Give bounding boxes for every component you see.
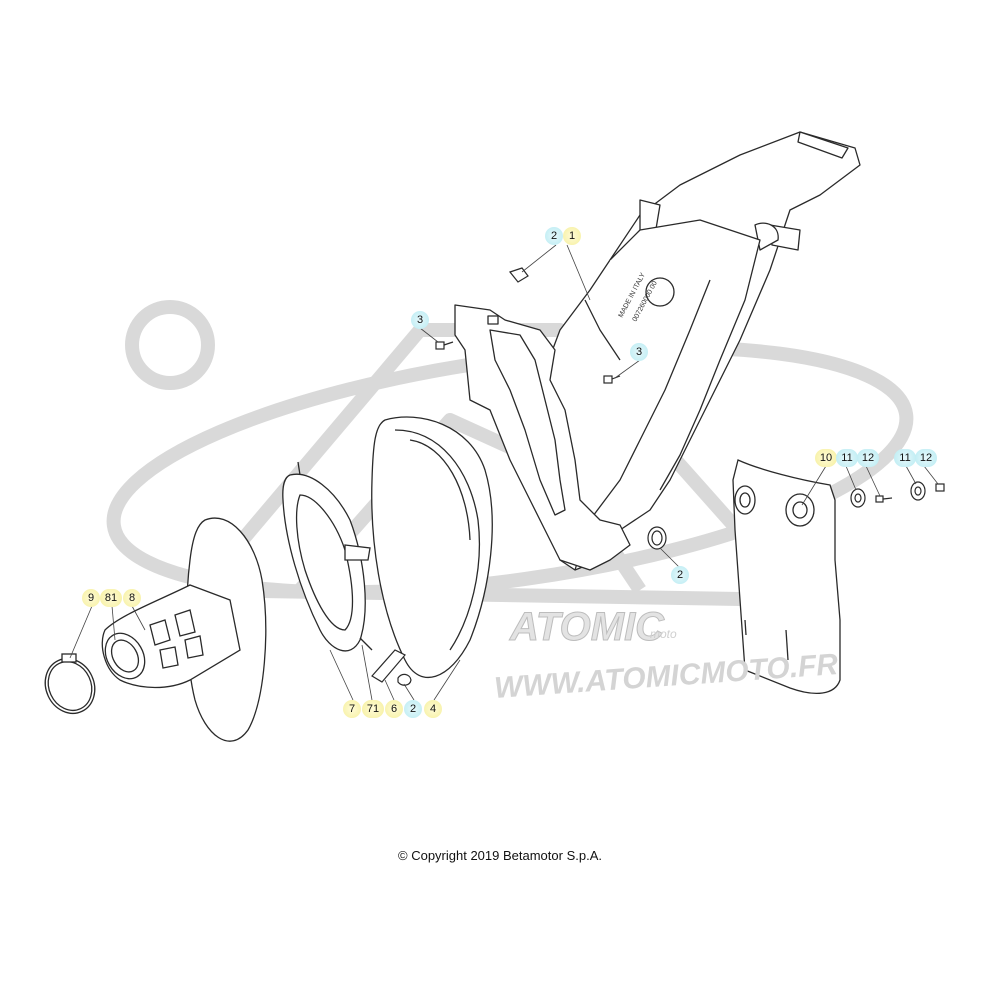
callout-part-9: 9 xyxy=(82,589,100,607)
clip-part-6 xyxy=(371,649,406,683)
filter-housing-frame xyxy=(454,304,631,571)
callout-part-12-a: 12 xyxy=(857,449,879,467)
watermark-brand-sub: moto xyxy=(650,627,677,641)
leader-lines xyxy=(69,244,939,701)
callout-part-8: 8 xyxy=(123,589,141,607)
callout-part-71: 71 xyxy=(362,700,384,718)
callout-part-11-a: 11 xyxy=(836,449,858,467)
screw-part-12-a xyxy=(875,495,893,503)
callout-part-2-lower: 2 xyxy=(404,700,422,718)
callout-part-3-right: 3 xyxy=(630,343,648,361)
air-filter-foam xyxy=(371,416,493,678)
intake-boot xyxy=(101,517,267,742)
clip-part-2-lower xyxy=(397,673,412,686)
copyright-notice: © Copyright 2019 Betamotor S.p.A. xyxy=(398,848,602,863)
washer-part-11-b xyxy=(910,481,926,501)
callout-part-3-left: 3 xyxy=(411,311,429,329)
grommet-part-2 xyxy=(647,526,667,550)
washer-part-11-a xyxy=(850,488,866,508)
callout-part-7: 7 xyxy=(343,700,361,718)
filter-cage-support xyxy=(282,461,373,652)
watermark-url: WWW.ATOMICMOTO.FR xyxy=(493,648,839,705)
airbox-rear-fender: MADE IN ITALY 007260000 00 xyxy=(539,131,861,571)
callout-part-12-b: 12 xyxy=(915,449,937,467)
callout-part-2-top: 2 xyxy=(545,227,563,245)
callout-part-81: 81 xyxy=(100,589,122,607)
hose-clamp xyxy=(44,653,96,714)
watermark-brand: ATOMIC xyxy=(509,605,665,649)
screw-part-12-b xyxy=(935,483,945,492)
callout-part-1: 1 xyxy=(563,227,581,245)
callout-part-11-b: 11 xyxy=(894,449,916,467)
side-panel xyxy=(732,459,841,695)
callout-part-2-right: 2 xyxy=(671,566,689,584)
callout-part-4: 4 xyxy=(424,700,442,718)
callout-part-10: 10 xyxy=(815,449,837,467)
clip-part-1 xyxy=(508,267,529,283)
screw-part-3-left xyxy=(435,341,454,350)
callout-part-6: 6 xyxy=(385,700,403,718)
